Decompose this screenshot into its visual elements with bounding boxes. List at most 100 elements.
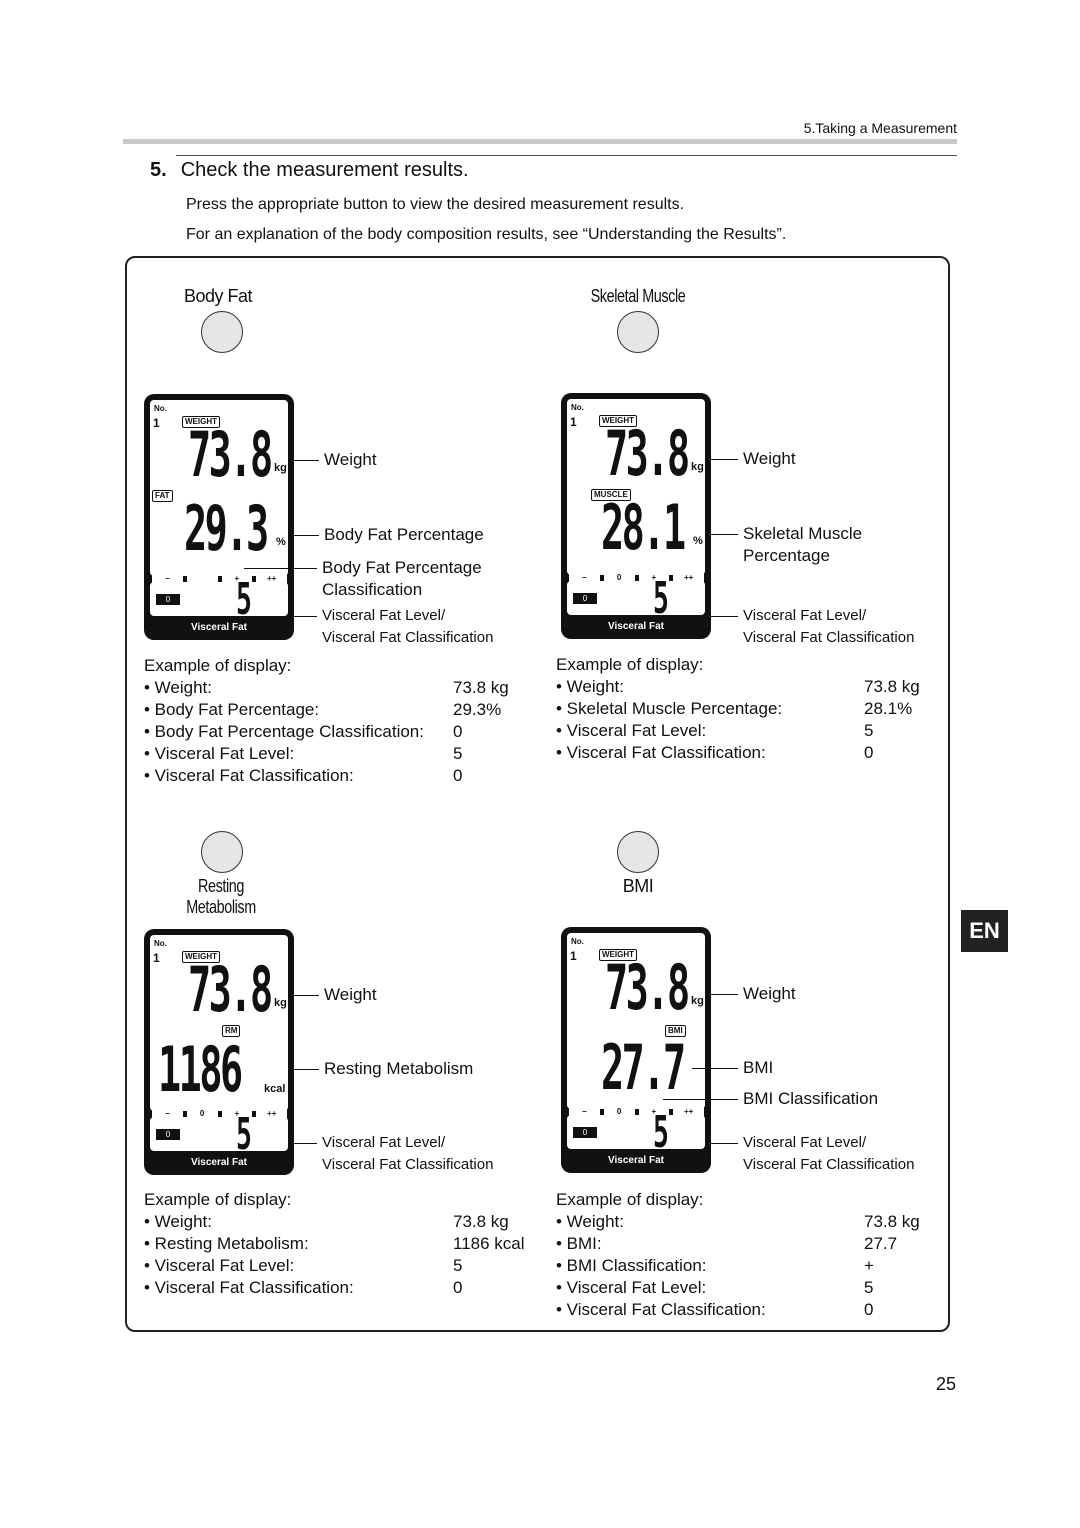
example-value: 0	[453, 1278, 463, 1297]
vf-zero: 0	[573, 593, 597, 604]
value2-unit: %	[693, 535, 703, 547]
example-label: • Visceral Fat Level:	[144, 744, 295, 763]
visceral-fat-label: Visceral Fat	[608, 621, 664, 632]
value2-digits: 27.7	[601, 1031, 686, 1104]
step-number: 5.	[150, 159, 167, 181]
example-label: • Weight:	[144, 1212, 212, 1231]
scale-plusplus: ++	[256, 1109, 287, 1119]
leader-line	[710, 459, 738, 460]
example-value: 5	[453, 1256, 463, 1275]
lcd-user: 1	[153, 416, 160, 430]
weight-unit: kg	[691, 995, 704, 1007]
callout-classification-2: Classification	[322, 580, 423, 599]
callout-muscle-1: Skeletal Muscle	[743, 524, 863, 543]
example-title: Example of display:	[556, 1190, 704, 1209]
step-title: Check the measurement results.	[180, 159, 469, 181]
example-value: 5	[453, 744, 463, 763]
scale-plus: +	[638, 1107, 670, 1117]
example-label: • Visceral Fat Level:	[556, 1278, 707, 1297]
example-label: • Body Fat Percentage:	[144, 700, 320, 719]
leader-line	[663, 1099, 738, 1100]
mode-tag: FAT	[152, 490, 173, 502]
callout-vf-2: Visceral Fat Classification	[743, 1156, 915, 1173]
visceral-bar: 0 5	[150, 578, 288, 622]
visceral-fat-label: Visceral Fat	[191, 1157, 247, 1168]
results-frame	[125, 256, 950, 1332]
value2-digits: 28.1	[601, 491, 686, 564]
example-value: 27.7	[864, 1234, 898, 1253]
intro-line-1: Press the appropriate button to view the…	[186, 196, 685, 213]
step-heading: 5. Check the measurement results.	[150, 159, 469, 182]
example-label: • Weight:	[556, 677, 624, 696]
callout-resting: Resting Metabolism	[324, 1059, 474, 1078]
example-label: • Visceral Fat Level:	[144, 1256, 295, 1275]
bodyfat-lcd: No. 1 WEIGHT 73.8 kg FAT 29.3 % − + ++ 0…	[144, 394, 294, 640]
example-label: • Visceral Fat Classification:	[144, 1278, 354, 1297]
callout-classification-1: Body Fat Percentage	[322, 558, 482, 577]
lcd-no-label: No.	[154, 939, 167, 948]
scale-minus: −	[569, 573, 600, 583]
classification-scale: − 0 + ++	[152, 1109, 287, 1119]
leader-line	[293, 460, 319, 461]
example-value: +	[864, 1256, 874, 1275]
vf-digit: 5	[653, 1107, 669, 1158]
leader-line	[290, 1143, 317, 1144]
page-number: 25	[936, 1374, 957, 1394]
example-value: 73.8 kg	[453, 1212, 509, 1231]
weight-tag: WEIGHT	[182, 416, 220, 428]
example-label: • Skeletal Muscle Percentage:	[556, 699, 783, 718]
leader-line	[290, 535, 319, 536]
bmi-button[interactable]	[617, 831, 659, 873]
callout-vf-1: Visceral Fat Level/	[743, 607, 867, 624]
scale-plus: +	[221, 1109, 253, 1119]
section-header: 5.Taking a Measurement	[803, 120, 957, 136]
leader-line	[290, 616, 317, 617]
value2-digits: 1186	[158, 1033, 243, 1106]
example-value: 29.3%	[453, 700, 502, 719]
header-rule	[123, 139, 957, 144]
resting-lcd: No. 1 WEIGHT 73.8 kg RM 1186 kcal − 0 + …	[144, 929, 294, 1175]
leader-line	[707, 1143, 738, 1144]
example-value: 73.8 kg	[864, 677, 920, 696]
weight-tag: WEIGHT	[599, 415, 637, 427]
callout-muscle-2: Percentage	[743, 546, 830, 565]
example-value: 1186 kcal	[453, 1234, 525, 1253]
scale-zero	[186, 574, 218, 584]
leader-line	[710, 994, 738, 995]
example-label: • BMI Classification:	[556, 1256, 707, 1275]
lcd-no-label: No.	[571, 403, 584, 412]
leader-line	[707, 616, 738, 617]
resting-button[interactable]	[201, 831, 243, 873]
muscle-button[interactable]	[617, 311, 659, 353]
visceral-fat-label: Visceral Fat	[191, 622, 247, 633]
example-value: 5	[864, 721, 874, 740]
scale-plus: +	[638, 573, 670, 583]
bodyfat-button-label: Body Fat	[183, 286, 253, 306]
classification-scale: − 0 + ++	[569, 573, 704, 583]
visceral-bar: 0 5	[150, 1113, 288, 1157]
example-value: 0	[453, 766, 463, 785]
example-title: Example of display:	[144, 1190, 292, 1209]
bodyfat-button[interactable]	[201, 311, 243, 353]
scale-plusplus: ++	[673, 1107, 704, 1117]
callout-vf-1: Visceral Fat Level/	[322, 1134, 446, 1151]
weight-tag: WEIGHT	[599, 949, 637, 961]
lcd-no-label: No.	[571, 937, 584, 946]
example-label: • Visceral Fat Classification:	[556, 1300, 766, 1319]
example-label: • Visceral Fat Level:	[556, 721, 707, 740]
example-label: • Resting Metabolism:	[144, 1234, 309, 1253]
intro-line-2: For an explanation of the body compositi…	[186, 226, 787, 243]
visceral-bar: 0 5	[567, 1111, 705, 1155]
callout-weight: Weight	[324, 450, 377, 469]
weight-unit: kg	[691, 461, 704, 473]
vf-digit: 5	[236, 574, 252, 625]
value2-digits: 29.3	[184, 492, 269, 565]
scale-minus: −	[569, 1107, 600, 1117]
scale-zero: 0	[603, 573, 635, 583]
classification-scale: − + ++	[152, 574, 287, 584]
vf-digit: 5	[653, 573, 669, 624]
weight-unit: kg	[274, 997, 287, 1009]
leader-line	[707, 534, 738, 535]
example-label: • Visceral Fat Classification:	[144, 766, 354, 785]
callout-bodyfat-pct: Body Fat Percentage	[324, 525, 484, 544]
